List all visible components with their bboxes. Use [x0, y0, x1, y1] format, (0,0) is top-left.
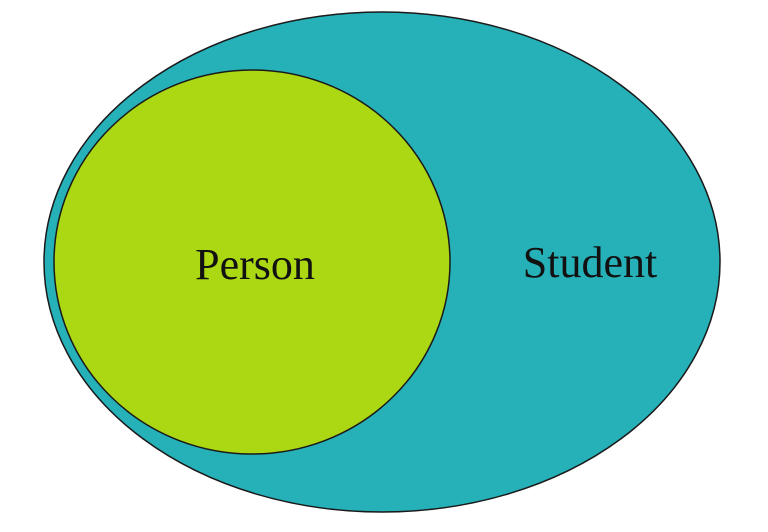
person-set-ellipse [53, 69, 451, 455]
student-label: Student [523, 238, 657, 287]
person-label: Person [195, 240, 315, 289]
